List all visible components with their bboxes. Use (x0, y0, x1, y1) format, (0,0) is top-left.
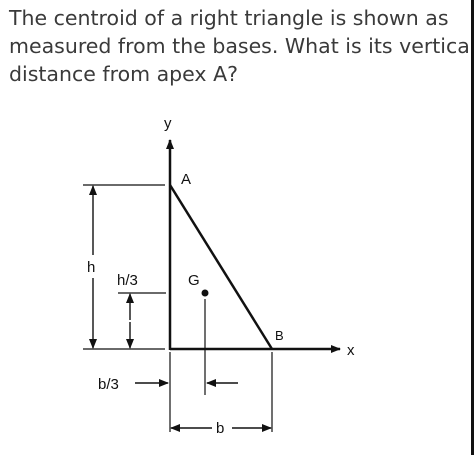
height-label: h (87, 259, 95, 276)
centroid-point (201, 289, 209, 297)
question-line-3: distance from apex A? (9, 62, 238, 86)
vertex-b-label: B (275, 328, 284, 343)
x-axis-label: x (347, 342, 355, 359)
question-line-2: measured from the bases. What is its ver… (9, 34, 474, 58)
question-text: The centroid of a right triangle is show… (9, 4, 474, 88)
centroid-label: G (188, 272, 200, 289)
apex-a-label: A (181, 171, 191, 188)
base-label: b (216, 420, 224, 437)
third-height-label: h/3 (117, 272, 138, 289)
right-border (471, 0, 474, 455)
y-axis-label: y (164, 115, 172, 132)
question-line-1: The centroid of a right triangle is show… (9, 6, 449, 30)
third-base-label: b/3 (98, 376, 119, 393)
triangle-hypotenuse (168, 184, 274, 350)
